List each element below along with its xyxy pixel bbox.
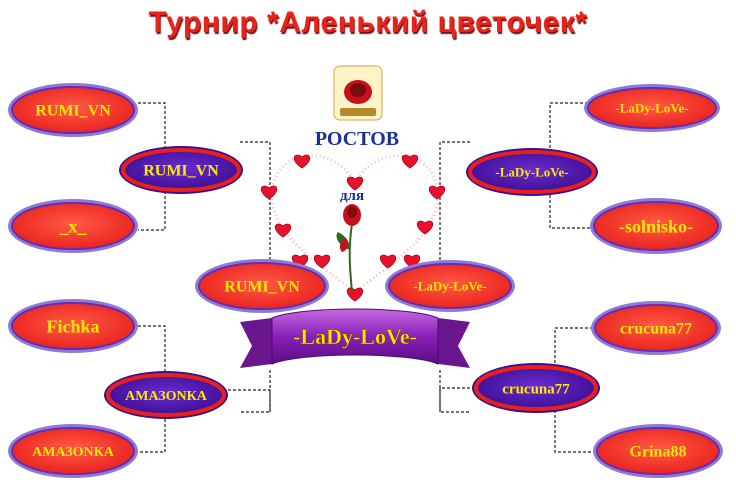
participant-left-semifinal: RUMI_VN [195,259,329,313]
participant-right-r1-1: -LaDy-LoVe- [584,84,720,132]
participant-right-semifinal: -LaDy-LoVe- [385,260,515,312]
heart-icon [346,287,364,302]
participant-name: Fichka [46,316,99,336]
participant-left-r1-4: АМАЗОNКА [8,424,138,478]
participant-right-r2-1: -LaDy-LoVe- [466,148,598,196]
heart-icon [379,254,397,269]
participant-left-r2-1: RUMI_VN [119,146,243,194]
participant-name: АМАЗОNКА [32,445,115,460]
participant-name: _x_ [59,216,88,236]
for-label: для [340,188,364,204]
participant-name: -solnisko- [619,216,693,236]
participant-name: -LaDy-LoVe- [615,101,688,116]
heart-icon [313,254,331,269]
heart-icon [346,176,364,191]
heart-icon [428,185,446,200]
participant-right-r1-2: -solnisko- [590,198,722,254]
participant-name: RUMI_VN [224,279,300,296]
participant-right-r1-4: Grina88 [593,424,723,478]
heart-icon [401,154,419,169]
winner-ribbon: -LaDy-LoVe- [240,308,470,368]
participant-name: АМАЗОNКА [125,389,208,404]
heart-icon [293,154,311,169]
participant-left-r1-2: _x_ [8,199,138,253]
rose-icon [336,204,361,293]
participant-name: RUMI_VN [35,103,111,120]
heart-icon [260,185,278,200]
city-label: РОСТОВ [315,128,399,150]
flower-ornament-icon [333,65,383,121]
participant-name: RUMI_VN [143,163,219,180]
participant-name: crucuna77 [502,381,570,397]
heart-icon [416,220,434,235]
winner-name: -LaDy-LoVe- [293,324,417,349]
participant-right-r2-2: crucuna77 [472,363,600,413]
heart-icon [274,223,292,238]
participant-name: Grina88 [630,444,687,461]
participant-left-r1-1: RUMI_VN [8,83,138,137]
participant-left-r1-3: Fichka [8,299,138,353]
participant-left-r2-2: АМАЗОNКА [104,371,228,419]
participant-name: -LaDy-LoVe- [495,165,568,180]
participant-name: crucuna77 [620,321,692,338]
participant-name: -LaDy-LoVe- [413,279,486,294]
participant-right-r1-3: crucuna77 [591,301,721,355]
tournament-title: Турнир *Аленький цветочек* [148,6,588,39]
